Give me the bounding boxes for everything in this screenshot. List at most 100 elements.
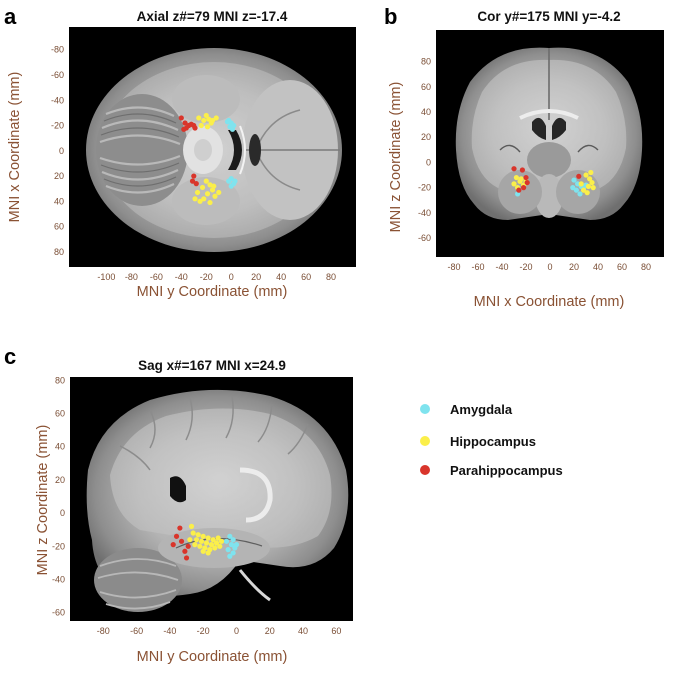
point-parahippocampus: [177, 525, 183, 531]
point-hippocampus: [584, 190, 590, 196]
point-amygdala: [575, 181, 581, 187]
point-hippocampus: [201, 196, 207, 202]
panel-a-ytick: 20: [54, 171, 64, 181]
panel-a-xtick: -100: [97, 272, 115, 282]
point-hippocampus: [197, 198, 203, 204]
point-hippocampus: [198, 122, 204, 129]
point-hippocampus: [199, 184, 206, 191]
panel-a-xtick: -20: [200, 272, 213, 282]
panel-a-ytick: -60: [51, 70, 64, 80]
panel-b-ytick: -20: [418, 183, 431, 193]
point-hippocampus: [583, 172, 589, 178]
point-hippocampus: [213, 540, 220, 546]
panel-letter-b: b: [384, 4, 397, 29]
panel-c-xtick: -80: [97, 626, 110, 636]
point-hippocampus: [208, 542, 215, 548]
point-hippocampus: [192, 196, 198, 202]
panel-a-ytick: -40: [51, 95, 64, 105]
panel-a-ytick: -20: [51, 121, 64, 131]
point-amygdala: [228, 183, 234, 189]
point-parahippocampus: [576, 173, 582, 179]
legend-marker-hippocampus: [420, 436, 430, 446]
panel-b-xlabel: MNI x Coordinate (mm): [474, 294, 625, 310]
point-amygdala: [232, 178, 238, 184]
point-parahippocampus: [516, 187, 522, 193]
panel-b-xtick: 20: [569, 262, 579, 272]
legend-label-parahippocampus: Parahippocampus: [450, 463, 563, 478]
point-hippocampus: [209, 117, 216, 124]
point-hippocampus: [204, 124, 211, 130]
panel-letter-c: c: [4, 344, 16, 369]
point-parahippocampus: [192, 125, 198, 131]
panel-c-ytick: -60: [52, 608, 65, 618]
panel-b-xtick: -40: [495, 262, 508, 272]
point-hippocampus: [511, 181, 517, 187]
legend: Amygdala Hippocampus Parahippocampus: [420, 402, 563, 478]
panel-a-xtick: 40: [276, 272, 286, 282]
panel-b-ytick: 60: [421, 82, 431, 92]
panel-a-xtick: 60: [301, 272, 311, 282]
panel-b-ytick: 20: [421, 132, 431, 142]
point-hippocampus: [205, 535, 211, 541]
axial-brain-slice: [86, 48, 342, 252]
point-hippocampus: [203, 112, 209, 119]
panel-b-xtick: 80: [641, 262, 651, 272]
panel-b-xtick: -20: [519, 262, 532, 272]
panel-c-ytick: -40: [52, 575, 65, 585]
point-amygdala: [226, 178, 232, 184]
panel-a-xtick: 20: [251, 272, 261, 282]
panel-c-ytick: 0: [60, 508, 65, 518]
panel-c-xtick: -20: [197, 626, 210, 636]
point-hippocampus: [216, 189, 222, 196]
panel-c-ytick: 40: [55, 442, 65, 452]
point-parahippocampus: [182, 120, 188, 126]
panel-a-ylabel: MNI x Coordinate (mm): [7, 72, 23, 223]
point-parahippocampus: [521, 185, 527, 191]
panel-b-ylabel: MNI z Coordinate (mm): [388, 82, 404, 233]
panel-c-ylabel: MNI z Coordinate (mm): [35, 425, 51, 576]
point-hippocampus: [207, 199, 213, 206]
point-hippocampus: [585, 183, 592, 189]
coronal-brain-slice: [455, 47, 643, 220]
panel-b-ytick: 0: [426, 157, 431, 167]
panel-c-ytick: 60: [55, 409, 65, 419]
point-hippocampus: [205, 550, 211, 556]
point-hippocampus: [200, 548, 206, 554]
point-parahippocampus: [524, 179, 530, 186]
point-parahippocampus: [523, 174, 529, 181]
point-parahippocampus: [170, 542, 176, 548]
panel-a-ytick: -80: [51, 45, 64, 55]
panel-c-xtick: 0: [234, 626, 239, 636]
point-parahippocampus: [178, 538, 185, 544]
panel-a: a Axial z#=79 MNI z=-17.4: [4, 4, 356, 300]
panel-a-ytick: 60: [54, 222, 64, 232]
point-amygdala: [570, 185, 576, 191]
point-hippocampus: [217, 543, 223, 549]
panel-a-xtick: -40: [175, 272, 188, 282]
point-hippocampus: [204, 191, 211, 197]
panel-c-ytick: 80: [55, 375, 65, 385]
point-hippocampus: [587, 176, 593, 182]
point-amygdala: [223, 538, 230, 544]
point-hippocampus: [196, 115, 202, 121]
point-parahippocampus: [182, 548, 188, 554]
panel-c-title: Sag x#=167 MNI x=24.9: [138, 358, 286, 373]
point-amygdala: [229, 126, 236, 132]
panel-c-xtick: 40: [298, 626, 308, 636]
panel-a-xtick: -60: [150, 272, 163, 282]
point-parahippocampus: [189, 178, 196, 184]
point-hippocampus: [203, 540, 210, 546]
panel-b-xtick: 0: [547, 262, 552, 272]
point-amygdala: [230, 537, 236, 543]
point-hippocampus: [198, 538, 205, 544]
panel-a-xlabel: MNI y Coordinate (mm): [137, 284, 288, 300]
panel-b-xtick: 60: [617, 262, 627, 272]
legend-label-amygdala: Amygdala: [450, 402, 513, 417]
point-parahippocampus: [181, 126, 187, 132]
panel-a-xtick: 0: [229, 272, 234, 282]
panel-b-ytick: -60: [418, 233, 431, 243]
point-parahippocampus: [519, 167, 526, 173]
point-hippocampus: [212, 545, 218, 551]
panel-b-title: Cor y#=175 MNI y=-4.2: [477, 9, 620, 24]
panel-b-xtick: -80: [447, 262, 460, 272]
